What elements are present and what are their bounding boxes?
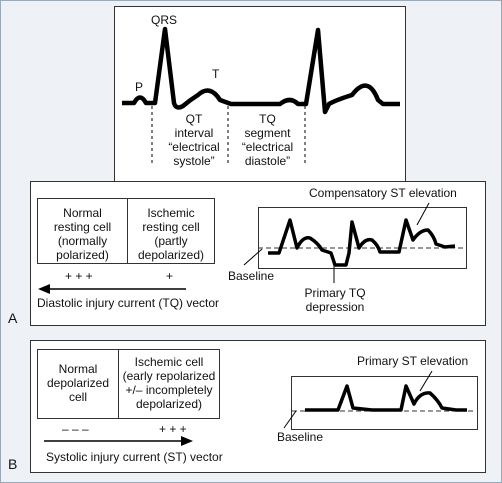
- compensatory-st-label: Compensatory ST elevation: [309, 186, 457, 200]
- qt-interval-text: QT interval “electrical systole”: [158, 112, 230, 168]
- ischemic-cell-line-2: (early repolarized: [122, 369, 216, 383]
- ischemic-resting-line-1: Ischemic: [147, 206, 195, 220]
- systolic-vector-label: Systolic injury current (ST) vector: [46, 450, 223, 464]
- panel-a-baseline-label: Baseline: [228, 269, 275, 283]
- tq-line-1: TQ: [259, 112, 276, 126]
- ischemic-cell-text: Ischemic cell (early repolarized +/– inc…: [119, 355, 219, 411]
- tq-segment-text: TQ segment “electrical diastole”: [230, 112, 305, 168]
- tq-line-2: segment: [244, 126, 291, 140]
- qt-line-1: QT: [185, 112, 203, 126]
- panel-a-cell-diagram: [37, 198, 215, 264]
- normal-depolarized-cell-text: Normal depolarized cell: [38, 362, 118, 404]
- ischemic-resting-line-4: depolarized): [137, 248, 205, 262]
- qrs-complex-label: QRS: [151, 13, 178, 27]
- p-wave-label: P: [135, 80, 144, 94]
- tq-line-3: “electrical: [241, 140, 294, 154]
- panel-b-ecg-box: [291, 376, 478, 430]
- ischemic-resting-line-3: (partly: [154, 234, 188, 248]
- normal-resting-line-1: Normal: [63, 206, 102, 220]
- panel-a-cell-divider: [127, 198, 128, 264]
- panel-a-normal-charges: + + +: [65, 269, 93, 283]
- ischemic-cell-line-1: Ischemic cell: [134, 355, 204, 369]
- panel-b-ischemic-charges: + + +: [159, 422, 187, 436]
- panel-b-normal-charges: – – –: [62, 422, 89, 436]
- primary-tq-line-2: depression: [305, 300, 365, 314]
- normal-resting-line-4: polarized): [56, 248, 109, 262]
- panel-a-ischemic-charges: +: [166, 269, 174, 283]
- panel-b-cell-divider: [118, 349, 119, 419]
- panel-b-baseline-label: Baseline: [277, 430, 324, 444]
- ischemic-cell-line-3: +/– incompletely: [125, 383, 213, 397]
- ischemic-resting-line-2: resting cell: [142, 220, 200, 234]
- qt-line-3: “electrical: [168, 140, 220, 154]
- qt-line-2: interval: [174, 126, 214, 140]
- qt-line-4: systole”: [173, 154, 215, 168]
- primary-tq-line-1: Primary TQ: [304, 286, 366, 300]
- panel-b-cell-diagram: [37, 349, 220, 419]
- panel-b-letter: B: [8, 456, 18, 472]
- primary-tq-depression-label: Primary TQ depression: [285, 286, 385, 314]
- ischemic-cell-line-4: depolarized): [135, 397, 203, 411]
- primary-st-elevation-label: Primary ST elevation: [357, 354, 469, 368]
- normal-depolarized-line-2: depolarized: [46, 376, 110, 390]
- normal-depolarized-line-1: Normal: [58, 362, 98, 376]
- normal-resting-line-3: (normally: [57, 234, 108, 248]
- panel-a-letter: A: [8, 310, 18, 326]
- t-wave-label: T: [212, 67, 220, 81]
- normal-depolarized-line-3: cell: [68, 390, 87, 404]
- diastolic-vector-label: Diastolic injury current (TQ) vector: [37, 296, 220, 310]
- tq-line-4: diastole”: [244, 154, 291, 168]
- normal-resting-line-2: resting cell: [53, 220, 112, 234]
- ischemic-resting-cell-text: Ischemic resting cell (partly depolarize…: [128, 206, 214, 262]
- normal-resting-cell-text: Normal resting cell (normally polarized): [38, 206, 127, 262]
